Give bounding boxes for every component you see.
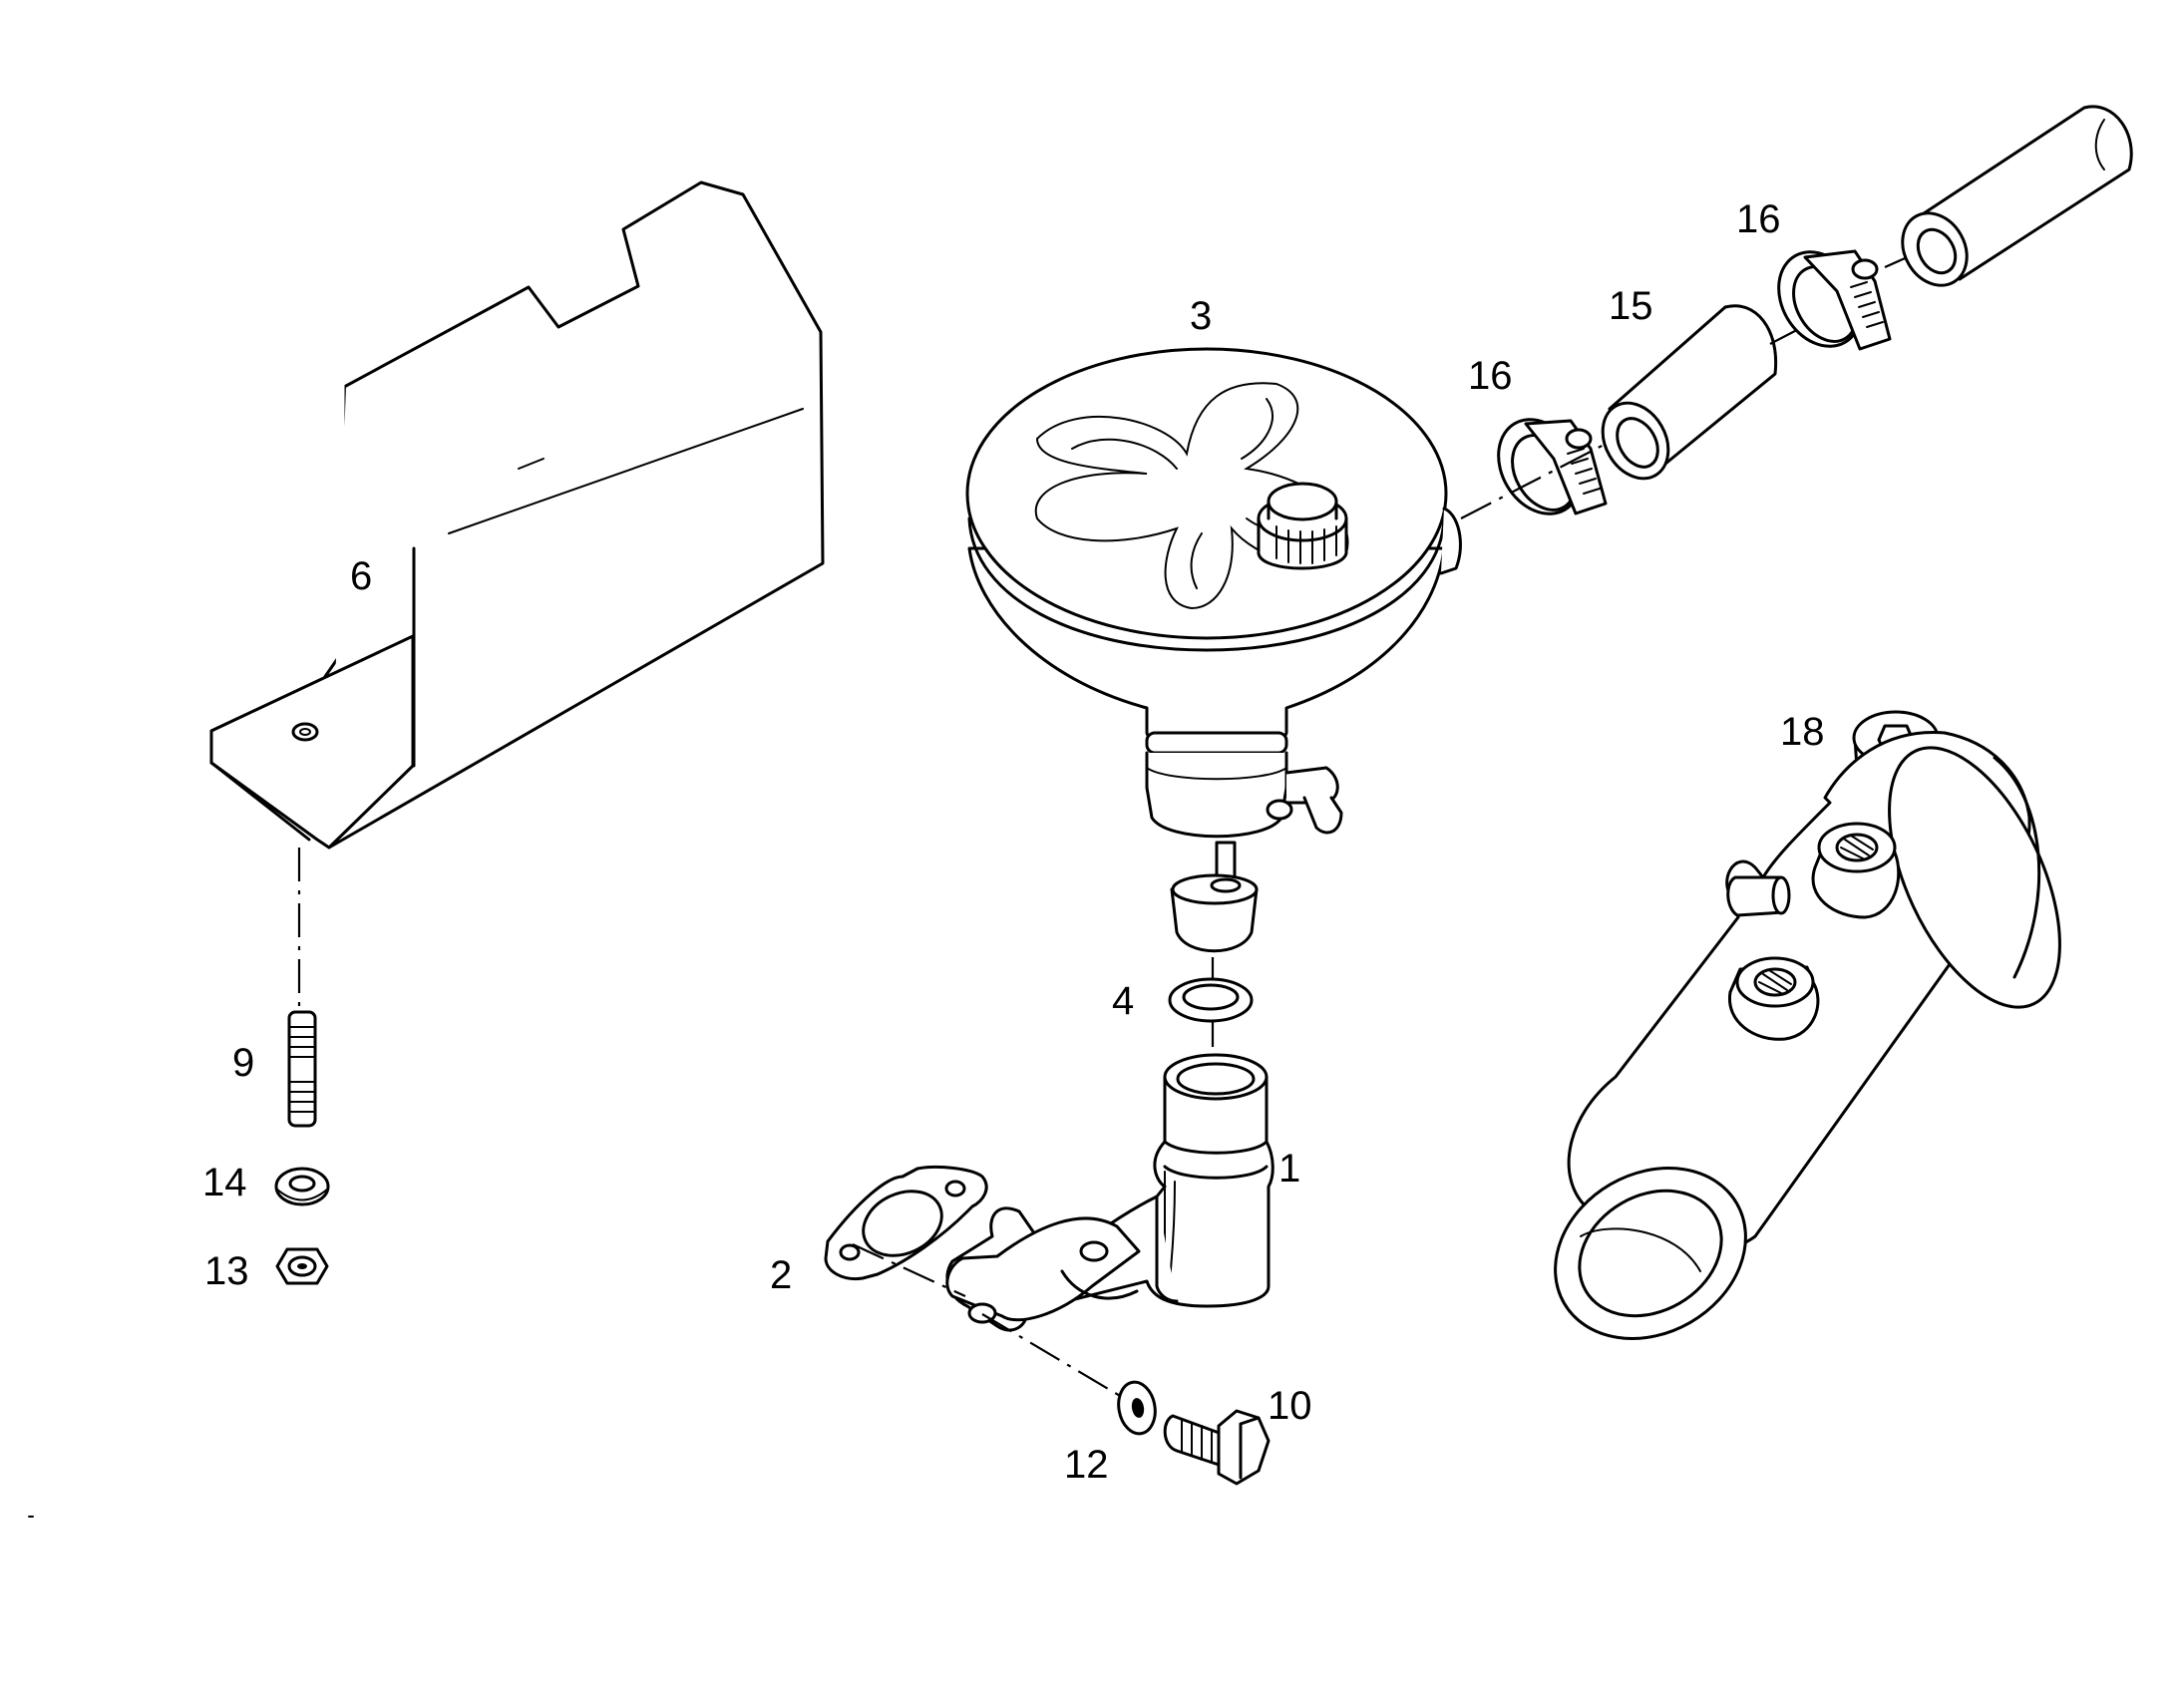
label-part-3: 3 bbox=[1190, 294, 1212, 338]
label-part-1: 1 bbox=[1278, 1147, 1300, 1191]
part-15-hose bbox=[1601, 304, 1778, 481]
label-part-9: 9 bbox=[232, 1041, 254, 1085]
part-1-elbow-pipe bbox=[945, 1053, 1274, 1332]
label-part-12: 12 bbox=[1064, 1443, 1109, 1487]
label-part-6: 6 bbox=[350, 554, 372, 598]
label-part-14: 14 bbox=[202, 1161, 247, 1204]
label-part-13: 13 bbox=[204, 1249, 249, 1293]
label-part-16-a: 16 bbox=[1468, 354, 1513, 398]
part-13-nut bbox=[275, 1247, 329, 1285]
hose-pipe-upper bbox=[1901, 105, 2133, 287]
label-part-2: 2 bbox=[770, 1253, 792, 1297]
part-16-hose-clamp-b bbox=[1777, 249, 1892, 351]
part-14-washer bbox=[274, 1167, 330, 1206]
callout-labels: 1 2 3 4 6 9 10 12 13 14 15 16 16 18 bbox=[202, 197, 1825, 1487]
part-12-washer bbox=[1117, 1380, 1157, 1436]
label-part-18: 18 bbox=[1780, 710, 1825, 754]
part-6-heat-shield bbox=[209, 180, 825, 850]
pipe-tee-housing bbox=[1554, 731, 2061, 1340]
label-part-16-b: 16 bbox=[1736, 197, 1781, 241]
part-10-bolt bbox=[1163, 1409, 1271, 1486]
part-4-o-ring bbox=[1168, 977, 1254, 1023]
label-part-10: 10 bbox=[1268, 1384, 1312, 1428]
part-3-separator bbox=[965, 347, 1462, 953]
part-9-stud bbox=[287, 1010, 317, 1128]
label-part-15: 15 bbox=[1609, 284, 1653, 328]
label-part-4: 4 bbox=[1112, 979, 1134, 1023]
part-16-hose-clamp-a bbox=[1497, 418, 1608, 515]
